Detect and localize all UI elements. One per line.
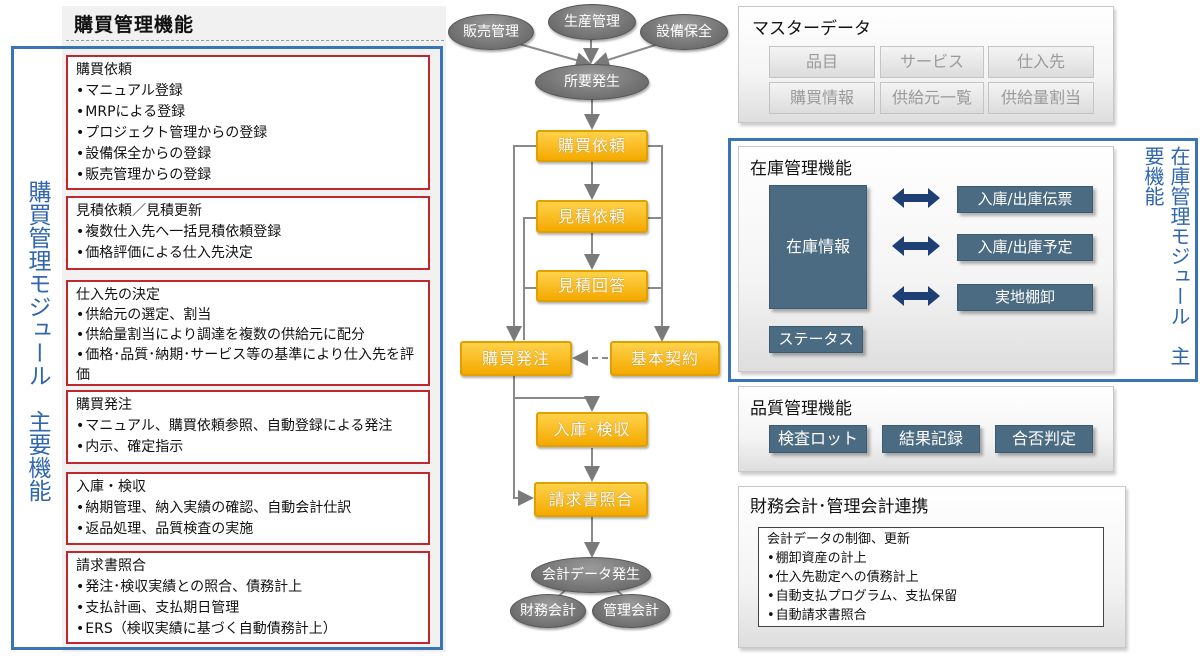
section-item: 供給量割当により調達を複数の供給元に配分: [76, 325, 422, 345]
master-data-title: マスターデータ: [752, 19, 871, 39]
quality-inspection-lot: 検査ロット: [769, 425, 867, 453]
inventory-physical-count: 実地棚卸: [957, 284, 1093, 311]
master-source-list: 供給元一覧: [880, 82, 984, 114]
step-outline-agreement: 基本契約: [610, 341, 720, 376]
inventory-info: 在庫情報: [769, 185, 867, 309]
inventory-goods-movement-plan: 入庫/出庫予定: [957, 234, 1093, 261]
finance-details: 会計データの制御、更新 棚卸資産の計上 仕入先勘定への債務計上 自動支払プログラ…: [758, 527, 1104, 627]
master-purchasing-info: 購買情報: [769, 82, 875, 114]
double-arrow-icons: [892, 188, 940, 306]
section-title: 仕入先の決定: [76, 287, 160, 303]
step-quotation-response: 見積回答: [536, 270, 648, 302]
section-title: 購買依頼: [76, 62, 132, 78]
source-production: 生産管理: [548, 4, 636, 40]
management-accounting: 管理会計: [592, 594, 670, 628]
finance-item: 自動請求書照合: [767, 606, 1095, 625]
step-request-quotation: 見積依頼: [536, 200, 648, 233]
section-item: 内示、確定指示: [76, 437, 422, 458]
step-purchase-requisition: 購買依頼: [536, 130, 648, 162]
inventory-status: ステータス: [769, 326, 863, 353]
section-item: 複数仕入先へ一括見積依頼登録: [76, 222, 422, 243]
section-supplier-selection: 仕入先の決定 供給元の選定、割当 供給量割当により調達を複数の供給元に配分 価格…: [66, 280, 430, 386]
step-goods-receipt: 入庫･検収: [536, 412, 648, 447]
section-title: 請求書照合: [76, 558, 146, 574]
section-item: MRPによる登録: [76, 102, 422, 123]
step-invoice-verification: 請求書照合: [534, 482, 648, 517]
section-item: マニュアル、購買依頼参照、自動登録による発注: [76, 416, 422, 437]
section-item: 納期管理、納入実績の確認、自動会計仕訳: [76, 498, 422, 519]
section-item: 供給元の選定、割当: [76, 305, 422, 325]
double-arrow-icon: [892, 286, 940, 306]
section-purchase-order: 購買発注 マニュアル、購買依頼参照、自動登録による発注 内示、確定指示: [66, 390, 430, 464]
finance-heading: 会計データの制御、更新: [767, 532, 911, 547]
section-item: プロジェクト管理からの登録: [76, 123, 422, 144]
inventory-goods-movement-doc: 入庫/出庫伝票: [957, 186, 1093, 213]
section-goods-receipt: 入庫・検収 納期管理、納入実績の確認、自動会計仕訳 返品処理、品質検査の実施: [66, 472, 430, 545]
section-purchase-requisition: 購買依頼 マニュアル登録 MRPによる登録 プロジェクト管理からの登録 設備保全…: [66, 55, 430, 190]
section-item: 返品処理、品質検査の実施: [76, 519, 422, 540]
finance-item: 仕入先勘定への債務計上: [767, 568, 1095, 587]
section-title: 入庫・検収: [76, 479, 146, 495]
section-item: マニュアル登録: [76, 81, 422, 102]
master-vendor: 仕入先: [988, 46, 1094, 78]
purchasing-module-frame: [11, 46, 443, 650]
demand-occurs: 所要発生: [535, 64, 649, 100]
source-sales: 販売管理: [448, 14, 534, 50]
step-purchase-order: 購買発注: [460, 341, 572, 376]
finance-item: 自動支払プログラム、支払保留: [767, 587, 1095, 606]
section-invoice-verification: 請求書照合 発注･検収実績との照合、債務計上 支払計画、支払期日管理 ERS（検…: [66, 551, 430, 644]
section-item: 価格･品質･納期･サービス等の基準により仕入先を評価: [76, 345, 422, 385]
finance-item: 棚卸資産の計上: [767, 549, 1095, 568]
master-service: サービス: [880, 46, 984, 78]
section-title: 見積依頼／見積更新: [76, 203, 202, 219]
source-maintenance: 設備保全: [640, 14, 728, 50]
section-item: 設備保全からの登録: [76, 144, 422, 165]
inventory-module-frame: [728, 138, 1198, 382]
quality-usage-decision: 合否判定: [995, 425, 1093, 453]
section-item: ERS（検収実績に基づく自動債務計上）: [76, 619, 422, 640]
inventory-module-label: 在庫管理モジュール 主要機能: [1141, 146, 1191, 366]
title-divider: [66, 40, 444, 41]
double-arrow-icon: [892, 188, 940, 208]
quality-result-record: 結果記録: [882, 425, 980, 453]
master-item: 品目: [769, 46, 875, 78]
section-quotation: 見積依頼／見積更新 複数仕入先へ一括見積依頼登録 価格評価による仕入先決定: [66, 196, 430, 270]
inventory-title: 在庫管理機能: [750, 159, 852, 179]
accounting-data: 会計データ発生: [531, 557, 651, 593]
section-item: 発注･検収実績との照合、債務計上: [76, 577, 422, 598]
double-arrow-icon: [892, 236, 940, 256]
purchasing-module-label: 購買管理モジュール 主要機能: [24, 180, 50, 502]
purchasing-title: 購買管理機能: [74, 14, 195, 36]
section-title: 購買発注: [76, 397, 132, 413]
quality-title: 品質管理機能: [750, 399, 852, 419]
section-item: 支払計画、支払期日管理: [76, 598, 422, 619]
master-quota-arrangement: 供給量割当: [988, 82, 1094, 114]
finance-title: 財務会計･管理会計連携: [750, 497, 929, 517]
financial-accounting: 財務会計: [510, 594, 586, 628]
section-item: 価格評価による仕入先決定: [76, 243, 422, 264]
section-item: 販売管理からの登録: [76, 165, 422, 186]
